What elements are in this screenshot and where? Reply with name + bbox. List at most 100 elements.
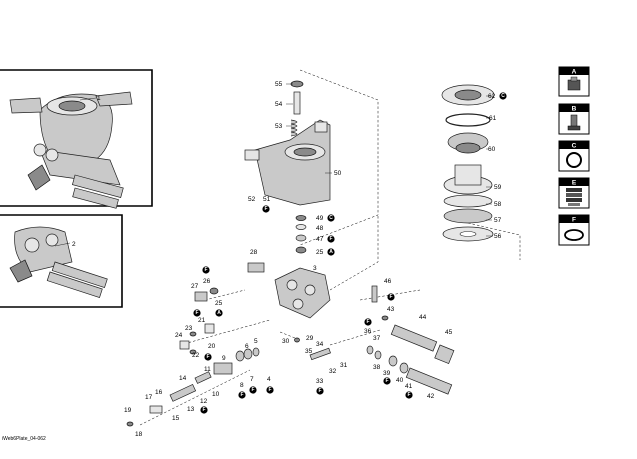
callout-38: 38 (373, 364, 381, 371)
badge-f-12: F (200, 406, 208, 414)
callout-19: 19 (124, 407, 132, 414)
callout-42: 42 (427, 393, 435, 400)
badge-a-25-upper: A (327, 248, 335, 256)
badge-f-51: F (262, 205, 270, 213)
key-panel-b: B (558, 103, 590, 135)
badge-f-39: F (383, 377, 391, 385)
callout-48: 48 (316, 225, 324, 232)
callout-23: 23 (185, 325, 193, 332)
callout-14: 14 (179, 375, 187, 382)
callout-49: 49 (316, 215, 324, 222)
callout-29: 29 (306, 335, 314, 342)
callout-6: 6 (245, 343, 249, 350)
callout-12: 12 (200, 398, 208, 405)
callout-35: 35 (305, 348, 313, 355)
svg-text:A: A (572, 69, 577, 76)
callout-34: 34 (316, 341, 324, 348)
svg-text:F: F (389, 294, 392, 300)
callout-13: 13 (187, 406, 195, 413)
svg-text:F: F (240, 392, 243, 398)
callout-28: 28 (250, 249, 258, 256)
callout-27: 27 (191, 283, 199, 290)
callout-44: 44 (419, 314, 427, 321)
callout-52: 52 (248, 196, 256, 203)
svg-text:F: F (268, 387, 271, 393)
callout-58: 58 (494, 201, 502, 208)
callout-20: 20 (208, 343, 216, 350)
badge-a-25-lower: A (215, 309, 223, 317)
pump-head (274, 267, 331, 319)
svg-text:F: F (251, 387, 254, 393)
svg-text:A: A (329, 249, 333, 255)
callout-45: 45 (445, 329, 453, 336)
callout-21: 21 (198, 317, 206, 324)
key-panel-a: A (558, 66, 590, 97)
callout-17: 17 (145, 394, 153, 401)
svg-text:C: C (329, 215, 333, 221)
svg-text:F: F (206, 354, 209, 360)
callout-24: 24 (175, 332, 183, 339)
callout-7: 7 (250, 376, 254, 383)
svg-text:F: F (202, 407, 205, 413)
badge-f-8: F (238, 391, 246, 399)
svg-text:F: F (195, 310, 198, 316)
callout-54: 54 (275, 101, 283, 108)
callout-56: 56 (494, 233, 502, 240)
callout-57: 57 (494, 217, 502, 224)
callout-18: 18 (135, 431, 143, 438)
badge-f-26: F (202, 266, 210, 274)
guide-lines (139, 69, 521, 426)
svg-text:C: C (501, 93, 505, 99)
callout-4: 4 (267, 376, 271, 383)
key-panel-f: F (558, 214, 590, 246)
callout-8: 8 (240, 382, 244, 389)
callout-43: 43 (387, 306, 395, 313)
svg-text:F: F (385, 378, 388, 384)
callout-3: 3 (313, 265, 317, 272)
svg-text:C: C (572, 143, 577, 150)
callout-11: 11 (204, 366, 211, 373)
badge-f-7: F (249, 386, 257, 394)
badge-f-47: F (327, 235, 335, 243)
plunger-icon (567, 114, 581, 131)
callout-62: 62 (488, 93, 496, 100)
callout-59: 59 (494, 184, 502, 191)
crankcase (244, 119, 331, 206)
callout-39: 39 (383, 370, 391, 377)
key-panel-c: C (558, 140, 590, 172)
badge-f-21: F (193, 309, 201, 317)
svg-text:A: A (217, 310, 221, 316)
callout-10: 10 (212, 391, 220, 398)
callout-47: 47 (316, 236, 324, 243)
valve-icon (567, 76, 581, 91)
callout-16: 16 (155, 389, 163, 396)
callout-2: 2 (72, 241, 76, 248)
svg-text:E: E (572, 180, 577, 187)
assembly-1-illustration (9, 91, 133, 209)
svg-text:F: F (407, 392, 410, 398)
assembly-2-illustration (9, 226, 108, 298)
callout-32: 32 (329, 368, 337, 375)
badge-c-62: C (499, 92, 507, 100)
callout-25-upper: 25 (316, 249, 324, 256)
drawing-reference-code: iWeb6Plate_04-062 (2, 436, 46, 442)
key-panel-e: E (558, 177, 590, 209)
svg-text:F: F (329, 236, 332, 242)
seal-ring-icon (566, 152, 582, 168)
callout-36: 36 (364, 328, 372, 335)
badge-c-49: C (327, 214, 335, 222)
svg-text:F: F (264, 206, 267, 212)
leader-lines (54, 83, 494, 247)
callout-40: 40 (396, 377, 404, 384)
callout-1: 1 (97, 95, 101, 102)
callout-50: 50 (334, 170, 342, 177)
callout-labels: 1 2 3 4 5 6 7 8 9 10 11 12 13 14 15 16 1… (72, 81, 502, 438)
bearing-stack (441, 84, 495, 242)
callout-41: 41 (405, 383, 413, 390)
callout-25-lower: 25 (215, 300, 223, 307)
callout-51: 51 (263, 196, 271, 203)
callout-60: 60 (488, 146, 496, 153)
callout-9: 9 (222, 355, 226, 362)
callout-22: 22 (192, 352, 200, 359)
